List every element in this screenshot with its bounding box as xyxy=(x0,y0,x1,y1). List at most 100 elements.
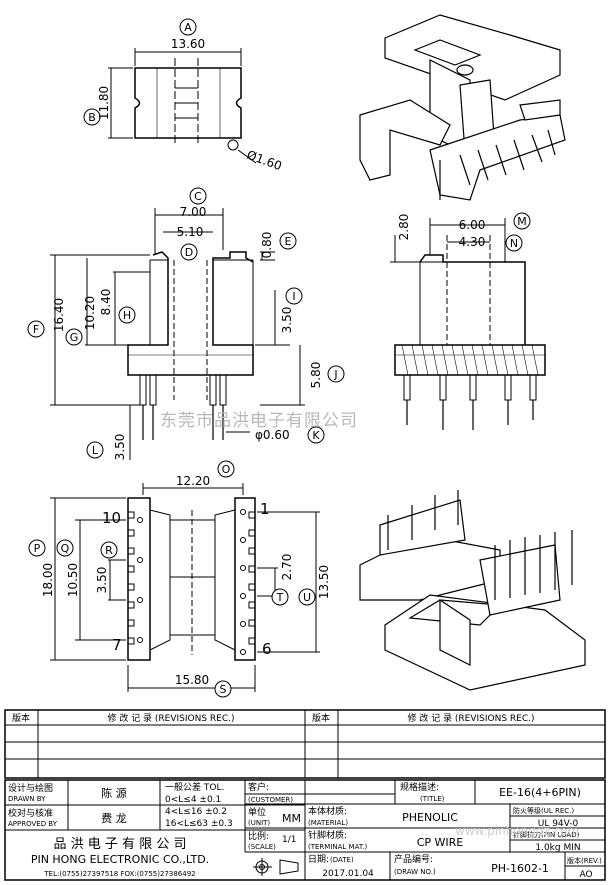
dim-front-d: 5.10 xyxy=(177,225,204,239)
designer-name: 陈 源 xyxy=(101,786,127,800)
label-q: Q xyxy=(61,542,70,555)
iso-view-bottom xyxy=(359,490,586,691)
tolerance-1: 0<L≤4 ±0.1 xyxy=(165,795,221,805)
rev-col-rec-left: 修 改 记 录 (REVISIONS REC.) xyxy=(107,712,234,724)
label-c: C xyxy=(194,190,202,203)
revisions-table xyxy=(4,709,606,779)
dim-front-e: 0.80 xyxy=(260,232,274,259)
circle-marker-q xyxy=(56,539,74,557)
front-view xyxy=(50,208,305,460)
dim-front-f: 16.40 xyxy=(52,298,66,332)
label-l: L xyxy=(92,444,99,457)
pull-label: 针脚拉力(PIN LOAD) xyxy=(513,830,580,839)
customer-label: 客户: xyxy=(248,781,269,793)
company-name-cn: 品 洪 电 子 有 限 公 司 xyxy=(54,837,187,852)
scale-value: 1/1 xyxy=(282,835,296,845)
pull-value: 1.0kg MIN xyxy=(535,843,580,853)
label-k: K xyxy=(312,429,320,442)
dim-bottom-r: 3.50 xyxy=(95,567,109,594)
label-b: B xyxy=(88,111,96,124)
label-i: I xyxy=(292,290,295,303)
label-j: J xyxy=(333,368,337,381)
scale-label-en: (SCALE) xyxy=(248,843,276,851)
dim-front-g: 10.20 xyxy=(83,296,97,330)
label-n: N xyxy=(510,237,518,250)
label-s: S xyxy=(220,683,227,696)
dim-front-c: 7.00 xyxy=(180,205,207,219)
rev-col-ver-left: 版本 xyxy=(12,712,30,724)
dim-bottom-o: 12.20 xyxy=(176,474,210,488)
circle-marker-d xyxy=(180,243,198,261)
designer-label: 设计与绘图 xyxy=(8,782,53,794)
title-label: 规格描述: xyxy=(400,781,439,793)
dim-front-j: 5.80 xyxy=(309,362,323,389)
label-u: U xyxy=(303,591,311,604)
dim-side-m: 6.00 xyxy=(459,218,486,232)
flame-value: UL 94V-0 xyxy=(538,819,579,829)
circle-marker-a xyxy=(179,18,197,36)
terminal-label-en: (TERMINAL MAT.) xyxy=(308,843,368,851)
circle-marker-r xyxy=(100,541,118,559)
circle-marker-p xyxy=(28,539,46,557)
title-value: EE-16(4+6PIN) xyxy=(499,786,581,799)
circle-marker-u xyxy=(298,588,316,606)
dim-bottom-t: 2.70 xyxy=(280,554,294,581)
circle-marker-j xyxy=(327,365,345,383)
drawno-label-en: (DRAW NO.) xyxy=(394,868,436,876)
dim-bottom-u: 13.50 xyxy=(317,565,331,599)
label-d: D xyxy=(185,246,193,259)
drawno-value: PH-1602-1 xyxy=(491,862,549,875)
label-f: F xyxy=(33,323,39,336)
label-g: G xyxy=(70,331,79,344)
tolerance-3: 16<L≤63 ±0.3 xyxy=(165,819,233,829)
unit-label-en: (UNIT) xyxy=(248,819,270,827)
flame-label: 防火等级(UL REC.) xyxy=(513,806,574,815)
dim-side-n: 4.30 xyxy=(459,235,486,249)
circle-marker-m xyxy=(513,212,531,230)
unit-value: MM xyxy=(282,812,301,825)
material-label: 本体材质: xyxy=(308,805,347,817)
label-r: R xyxy=(105,544,113,557)
material-value: PHENOLIC xyxy=(402,811,458,824)
circle-marker-c xyxy=(189,187,207,205)
watermark: 东莞市品洪电子有限公司 xyxy=(160,411,358,431)
approver-label-en: APPROVED BY xyxy=(8,820,58,828)
terminal-value: CP WIRE xyxy=(417,836,464,849)
circle-marker-f xyxy=(27,320,45,338)
label-p: P xyxy=(34,542,41,555)
circle-marker-e xyxy=(279,232,297,250)
label-t: T xyxy=(276,591,284,604)
rev-value: AO xyxy=(579,870,592,880)
pin-number-10: 10 xyxy=(102,509,121,527)
dim-front-l: 3.50 xyxy=(113,434,127,461)
rev-col-rec-right: 修 改 记 录 (REVISIONS REC.) xyxy=(407,712,534,724)
approver-name: 费 龙 xyxy=(101,812,127,825)
dim-bottom-p: 18.00 xyxy=(41,563,55,597)
side-view xyxy=(390,218,546,430)
tolerance-label: 一般公差 TOL. xyxy=(165,781,224,793)
date-value: 2017.01.04 xyxy=(322,869,374,879)
title-block xyxy=(4,779,606,881)
label-o: O xyxy=(222,463,231,476)
title-label-en: (TITLE) xyxy=(420,795,445,803)
pin-number-1: 1 xyxy=(260,500,270,518)
unit-label: 单位 xyxy=(248,806,266,818)
dim-side-top: 2.80 xyxy=(397,214,411,241)
dim-bottom-q: 10.50 xyxy=(66,563,80,597)
circle-marker-i xyxy=(285,287,303,305)
company-tel: TEL:(0755)27397518 FOX:(0755)27386492 xyxy=(43,870,195,878)
bottom-view xyxy=(50,483,320,692)
approver-label: 校对与核准 xyxy=(8,807,53,819)
dim-top-height: 11.80 xyxy=(97,86,111,120)
projection-symbol-icon xyxy=(253,858,299,876)
material-label-en: (MATERIAL) xyxy=(308,819,348,827)
date-label: 日期: xyxy=(308,854,329,865)
dim-front-h: 8.40 xyxy=(99,289,113,316)
circle-marker-h xyxy=(118,306,136,324)
drawno-label: 产品编号: xyxy=(394,853,433,865)
circle-marker-n xyxy=(505,234,523,252)
dim-bottom-s: 15.80 xyxy=(175,673,209,687)
terminal-label: 针脚材质: xyxy=(308,829,347,841)
top-view xyxy=(108,48,257,164)
